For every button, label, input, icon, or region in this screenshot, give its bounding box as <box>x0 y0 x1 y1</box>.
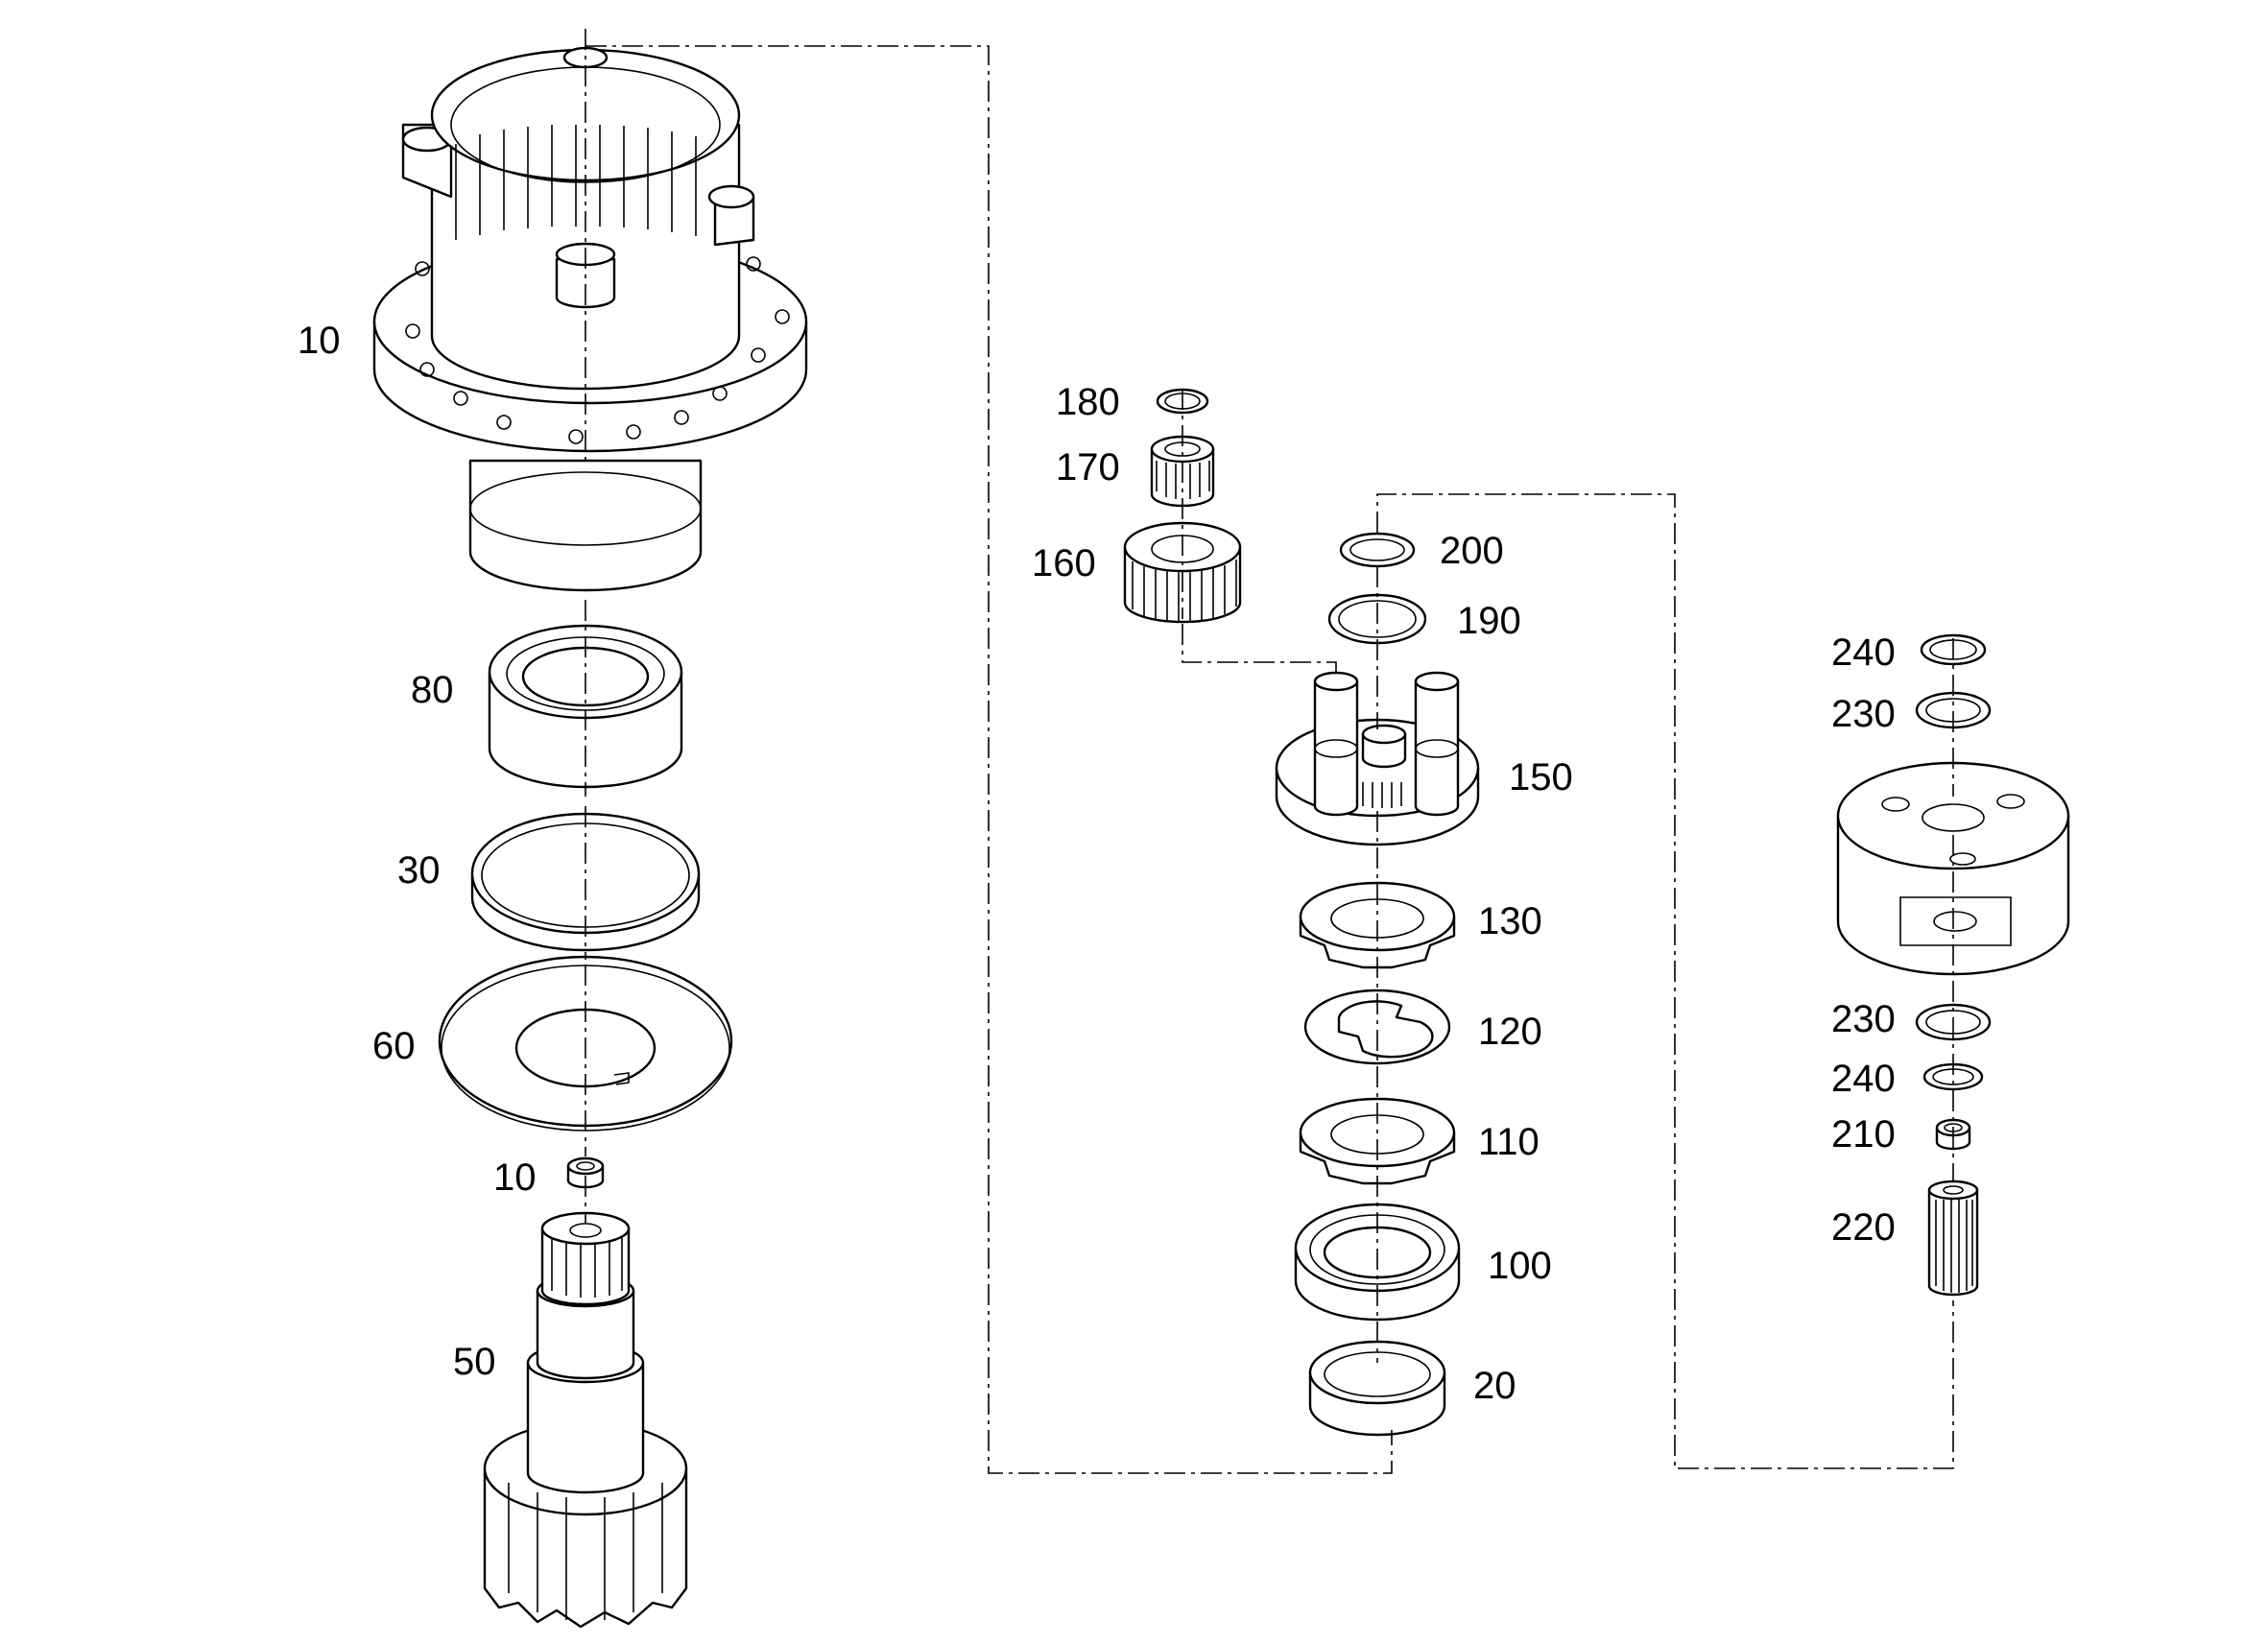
callout-190: 190 <box>1457 600 1521 642</box>
callout-180: 180 <box>1056 381 1120 423</box>
callout-210: 210 <box>1831 1113 1896 1156</box>
callout-10-housing: 10 <box>298 320 341 362</box>
callout-100: 100 <box>1488 1245 1552 1287</box>
callout-50: 50 <box>453 1341 496 1383</box>
callout-60: 60 <box>372 1025 416 1067</box>
callout-220: 220 <box>1831 1206 1896 1249</box>
part-200-snap-ring <box>1339 532 1416 568</box>
part-20-ring <box>1308 1340 1446 1437</box>
right-block-part <box>1836 761 2070 976</box>
callout-230-top: 230 <box>1831 693 1896 735</box>
callout-150: 150 <box>1509 756 1573 798</box>
callout-240-top: 240 <box>1831 631 1896 674</box>
part-50-shaft <box>483 1211 688 1629</box>
callout-labels: 10 80 30 60 10 50 180 170 160 200 190 15… <box>298 320 1896 1407</box>
part-120-lock-washer <box>1303 989 1451 1065</box>
callout-230-bottom: 230 <box>1831 998 1896 1040</box>
callout-240-bottom: 240 <box>1831 1058 1896 1100</box>
leader-lines <box>585 29 1954 1474</box>
callout-30: 30 <box>397 849 441 892</box>
callout-110: 110 <box>1478 1121 1540 1163</box>
callout-80: 80 <box>411 669 454 711</box>
callout-160: 160 <box>1032 542 1096 584</box>
callout-170: 170 <box>1056 446 1120 488</box>
part-100-bearing <box>1294 1203 1461 1322</box>
callout-120: 120 <box>1478 1011 1542 1053</box>
callout-130: 130 <box>1478 900 1542 942</box>
callout-20: 20 <box>1473 1365 1516 1407</box>
callout-200: 200 <box>1440 530 1504 572</box>
part-220-spline-shaft <box>1927 1179 1979 1297</box>
part-10-housing <box>372 46 808 592</box>
callout-10-bushing: 10 <box>493 1156 537 1199</box>
